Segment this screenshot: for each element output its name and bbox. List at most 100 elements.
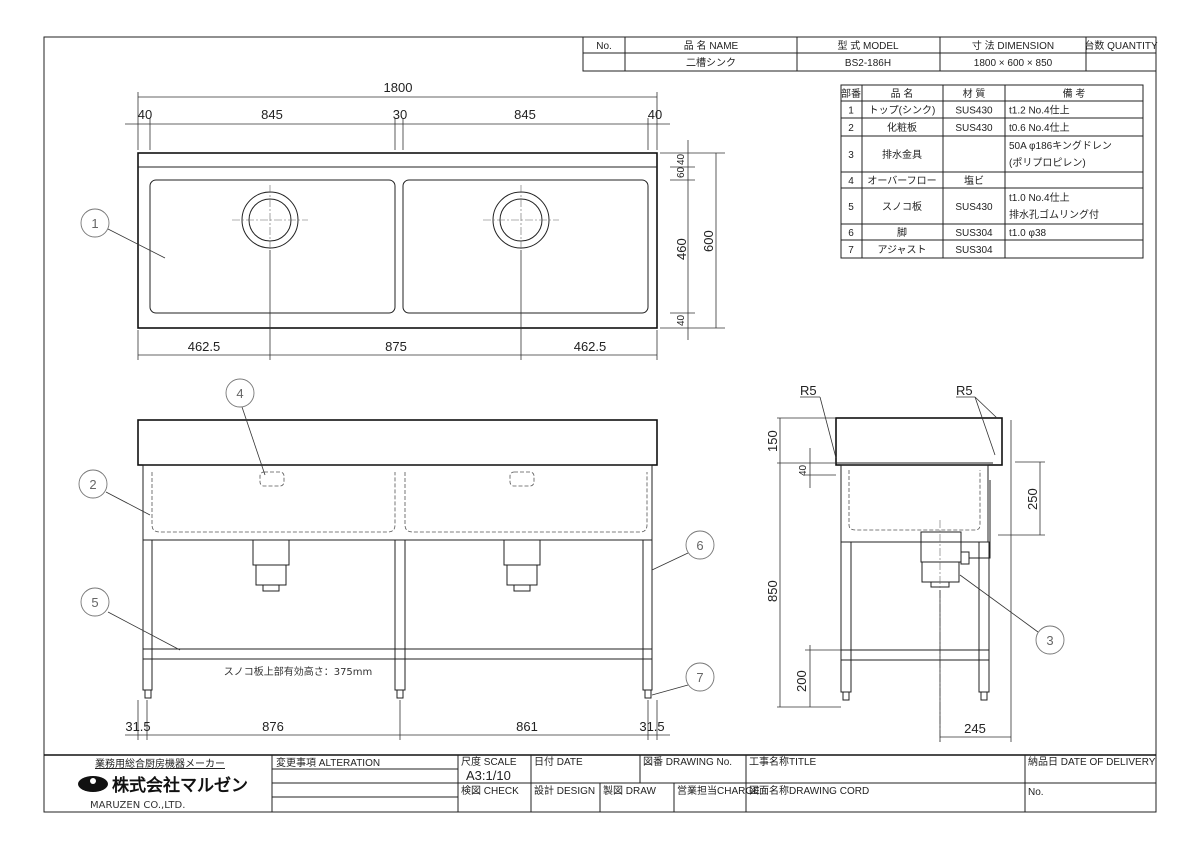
scale-value: A3:1/10 [466, 768, 511, 783]
dim-bottom: 875 [385, 339, 407, 354]
header-no: No. [596, 41, 612, 52]
part-name: トップ(シンク) [869, 105, 936, 117]
dim-seg: 40 [138, 107, 152, 122]
title-block: 業務用総合厨房機器メーカー 株式会社マルゼン MARUZEN CO.,LTD. … [44, 754, 1156, 812]
maker-tagline: 業務用総合厨房機器メーカー [95, 757, 225, 770]
callout-1: 1 [80, 208, 110, 238]
part-note: (ポリプロピレン) [1009, 157, 1086, 169]
drawing-cord-label: 図面名称DRAWING CORD [749, 784, 869, 797]
dim-basin-depth: 250 [1025, 488, 1040, 510]
part-name: オーバーフロー [867, 175, 936, 187]
maruzen-logo-icon [78, 776, 108, 792]
dim-leg-offset: 31.5 [125, 719, 150, 734]
part-note: t0.6 No.4仕上 [1009, 121, 1070, 134]
part-note: t1.0 φ38 [1009, 228, 1047, 239]
scale-label: 尺度 SCALE [461, 755, 517, 768]
number-label: No. [1028, 787, 1044, 798]
part-name: スノコ板 [882, 200, 922, 213]
parts-header: 備 考 [1063, 87, 1086, 100]
part-material: 塩ビ [964, 174, 984, 187]
draw-label: 製図 DRAW [603, 784, 657, 797]
header-dimension: 寸 法 DIMENSION [972, 39, 1054, 52]
top-view: 1800 40 845 30 845 40 462.5 875 462.5 40… [125, 80, 725, 360]
dim-seg: 845 [514, 107, 536, 122]
charge-label: 営業担当CHARGE [677, 784, 760, 797]
date-label: 日付 DATE [534, 755, 583, 768]
dim-right: 60 [676, 166, 687, 178]
part-material: SUS304 [955, 228, 993, 239]
side-view: R5 R5 150 40 850 200 250 245 [765, 383, 1045, 742]
dim-seg: 40 [648, 107, 662, 122]
callout-2: 2 [78, 469, 108, 499]
svg-text:5: 5 [91, 595, 98, 610]
part-name: アジャスト [877, 245, 926, 256]
header-quantity: 台数 QUANTITY [1084, 39, 1158, 52]
svg-text:3: 3 [1046, 633, 1053, 648]
part-note: t1.2 No.4仕上 [1009, 104, 1070, 117]
part-note: 50A φ186キングドレン [1009, 139, 1112, 152]
header-table: No. 品 名 NAME 型 式 MODEL 寸 法 DIMENSION 台数 … [582, 36, 1158, 72]
product-dimension: 1800 × 600 × 850 [974, 58, 1053, 69]
dim-seg: 845 [261, 107, 283, 122]
delivery-date-label: 納品日 DATE OF DELIVERY [1028, 755, 1156, 768]
dim-total-height: 850 [765, 580, 780, 602]
drawing-no-label: 図番 DRAWING No. [643, 756, 732, 768]
part-note: t1.0 No.4仕上 [1009, 191, 1070, 204]
part-material: SUS430 [955, 106, 993, 117]
dim-leg-span: 861 [516, 719, 538, 734]
part-number: 4 [848, 176, 854, 187]
part-number: 2 [848, 123, 854, 134]
shelf-clearance-note: スノコ板上部有効高さ：375mm [224, 665, 373, 678]
svg-text:7: 7 [696, 670, 703, 685]
part-number: 7 [848, 245, 854, 256]
part-number: 6 [848, 228, 854, 239]
basin-left [149, 179, 396, 314]
check-label: 検図 CHECK [461, 784, 519, 797]
dim-shelf-height: 200 [794, 670, 809, 692]
title-label: 工事名称TITLE [749, 755, 817, 768]
dim-edge-height: 40 [798, 464, 809, 476]
callout-5: 5 [80, 587, 110, 617]
part-material: SUS430 [955, 202, 993, 213]
product-model: BS2-186H [845, 58, 891, 69]
alteration-label: 変更事項 ALTERATION [276, 756, 380, 769]
header-name: 品 名 NAME [684, 39, 739, 52]
header-model: 型 式 MODEL [837, 39, 899, 52]
part-material: SUS304 [955, 245, 993, 256]
parts-header: 材 質 [963, 87, 986, 100]
part-number: 3 [848, 150, 854, 161]
front-view: スノコ板上部有効高さ：375mm 31.5 876 861 31.5 [125, 419, 670, 740]
radius-right: R5 [956, 383, 973, 398]
dim-depth: 600 [701, 230, 716, 252]
dim-drain-offset: 245 [964, 721, 986, 736]
dim-bottom: 462.5 [574, 339, 607, 354]
part-number: 5 [848, 202, 854, 213]
dim-seg: 30 [393, 107, 407, 122]
dim-right: 40 [676, 153, 687, 165]
radius-left: R5 [800, 383, 817, 398]
callout-3: 3 [1035, 625, 1065, 655]
part-material: SUS430 [955, 123, 993, 134]
part-name: 排水金具 [882, 148, 922, 161]
svg-text:6: 6 [696, 538, 703, 553]
parts-header: 部番 [841, 87, 861, 100]
dim-backsplash-height: 150 [765, 430, 780, 452]
dim-leg-offset: 31.5 [639, 719, 664, 734]
dim-right: 40 [676, 314, 687, 326]
callouts [105, 228, 1039, 696]
product-name: 二槽シンク [686, 56, 736, 69]
svg-text:4: 4 [236, 386, 243, 401]
design-label: 設計 DESIGN [534, 784, 595, 797]
callout-4: 4 [225, 378, 255, 408]
company-name-jp: 株式会社マルゼン [112, 775, 248, 796]
dim-right: 460 [674, 238, 689, 260]
company-name-en: MARUZEN CO.,LTD. [90, 800, 185, 811]
parts-header: 品 名 [891, 87, 914, 100]
callout-6: 6 [685, 530, 715, 560]
svg-text:1: 1 [91, 216, 98, 231]
part-number: 1 [848, 106, 854, 117]
dim-bottom: 462.5 [188, 339, 221, 354]
callout-7: 7 [685, 662, 715, 692]
part-note: 排水孔ゴムリング付 [1009, 208, 1099, 221]
